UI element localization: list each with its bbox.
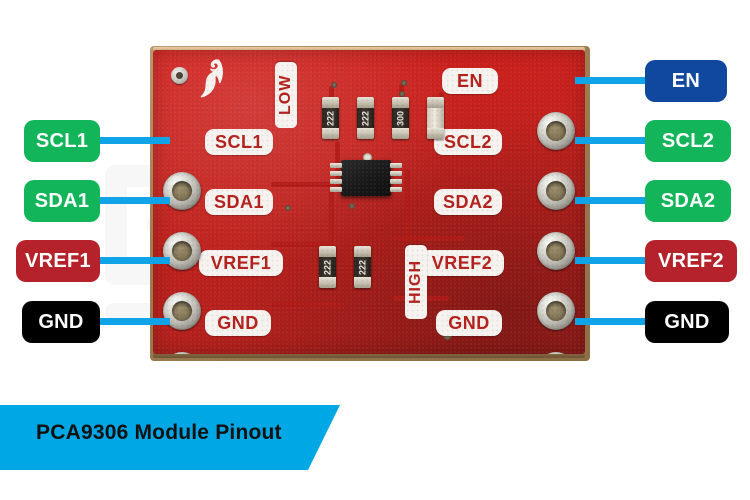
trace bbox=[271, 182, 347, 187]
silkscreen-sda2: SDA2 bbox=[434, 189, 502, 215]
via bbox=[401, 80, 407, 86]
leader-line-gnd-left bbox=[100, 318, 170, 325]
pca9306-ic bbox=[330, 160, 402, 196]
via bbox=[285, 205, 291, 211]
mounting-hole bbox=[171, 67, 188, 84]
pad-hole bbox=[546, 301, 566, 321]
pin-label-scl1-left[interactable]: SCL1 bbox=[24, 120, 100, 162]
ic-pin bbox=[390, 171, 402, 176]
leader-line-gnd-right bbox=[575, 318, 645, 325]
silkscreen-gnd: GND bbox=[205, 310, 271, 336]
leader-line-vref1-left bbox=[100, 257, 170, 264]
resistor-terminal bbox=[357, 97, 374, 108]
trace bbox=[329, 86, 334, 106]
resistor-terminal bbox=[319, 277, 336, 288]
pin-label-sda2-right[interactable]: SDA2 bbox=[645, 180, 731, 222]
resistor-code: 222 bbox=[360, 110, 371, 126]
smd-resistor-222-0: 222 bbox=[322, 97, 339, 139]
pad-hole bbox=[172, 241, 192, 261]
resistor-terminal bbox=[427, 128, 444, 139]
pin-label-vref1-left[interactable]: VREF1 bbox=[16, 240, 100, 282]
trace bbox=[271, 302, 341, 307]
resistor-terminal bbox=[354, 277, 371, 288]
pad-hole bbox=[546, 181, 566, 201]
smd-resistor-222-4: 222 bbox=[319, 246, 336, 288]
pad-left-scl1 bbox=[163, 172, 201, 210]
via bbox=[399, 91, 405, 97]
silkscreen-vref1: VREF1 bbox=[199, 250, 283, 276]
ic-pin bbox=[330, 163, 342, 168]
via bbox=[331, 82, 337, 88]
pad-right-vref2 bbox=[537, 292, 575, 330]
trace bbox=[329, 190, 334, 246]
pad-left-gnd bbox=[163, 352, 201, 354]
resistor-terminal bbox=[357, 128, 374, 139]
trace bbox=[393, 236, 465, 241]
ic-pin bbox=[390, 179, 402, 184]
silkscreen-gnd: GND bbox=[436, 310, 502, 336]
sparkfun-flame-logo bbox=[200, 59, 223, 98]
ic-pin bbox=[390, 187, 402, 192]
resistor-terminal bbox=[322, 128, 339, 139]
smd-resistor-222-1: 222 bbox=[357, 97, 374, 139]
pad-right-sda2 bbox=[537, 232, 575, 270]
pad-right-gnd bbox=[537, 352, 575, 354]
leader-line-en-right bbox=[575, 77, 645, 84]
resistor-terminal bbox=[427, 97, 444, 108]
resistor-code: 222 bbox=[322, 259, 333, 275]
pad-hole bbox=[546, 121, 566, 141]
smd-resistor-300-2: 300 bbox=[392, 97, 409, 139]
resistor-terminal bbox=[392, 97, 409, 108]
resistor-terminal bbox=[392, 128, 409, 139]
pad-left-sda1 bbox=[163, 232, 201, 270]
trace bbox=[271, 242, 329, 247]
pad-hole bbox=[172, 301, 192, 321]
resistor-code: 222 bbox=[325, 110, 336, 126]
pin-label-en-right[interactable]: EN bbox=[645, 60, 727, 102]
leader-line-sda2-right bbox=[575, 197, 645, 204]
leader-line-sda1-left bbox=[100, 197, 170, 204]
ic-pin bbox=[330, 171, 342, 176]
ic-pin bbox=[330, 187, 342, 192]
resistor-terminal bbox=[354, 246, 371, 257]
leader-line-scl1-left bbox=[100, 137, 170, 144]
board-top-edge bbox=[153, 47, 585, 52]
pin-label-gnd-right[interactable]: GND bbox=[645, 301, 729, 343]
resistor-code bbox=[427, 97, 444, 139]
pin-label-gnd-left[interactable]: GND bbox=[22, 301, 100, 343]
silkscreen-en: EN bbox=[442, 68, 498, 94]
silkscreen-sda1: SDA1 bbox=[205, 189, 273, 215]
pin-label-scl2-right[interactable]: SCL2 bbox=[645, 120, 731, 162]
pin-label-vref2-right[interactable]: VREF2 bbox=[645, 240, 737, 282]
footer-banner bbox=[0, 405, 340, 470]
board-bottom-edge bbox=[153, 352, 585, 358]
leader-line-scl2-right bbox=[575, 137, 645, 144]
via bbox=[349, 203, 355, 209]
pin-label-sda1-left[interactable]: SDA1 bbox=[24, 180, 100, 222]
silkscreen-scl1: SCL1 bbox=[205, 129, 273, 155]
silkscreen-high: HIGH bbox=[405, 245, 427, 319]
resistor-code: 222 bbox=[357, 259, 368, 275]
pad-hole bbox=[172, 181, 192, 201]
resistor-terminal bbox=[322, 97, 339, 108]
trace bbox=[405, 170, 410, 242]
pad-right-en bbox=[537, 112, 575, 150]
pad-hole bbox=[546, 241, 566, 261]
ic-pin bbox=[390, 163, 402, 168]
ic-pin bbox=[330, 179, 342, 184]
smd-resistor-blank-3 bbox=[427, 97, 444, 139]
resistor-terminal bbox=[319, 246, 336, 257]
via bbox=[363, 153, 372, 162]
pad-right-scl2 bbox=[537, 172, 575, 210]
page-title: PCA9306 Module Pinout bbox=[36, 421, 282, 444]
silkscreen-low: LOW bbox=[275, 62, 297, 128]
leader-line-vref2-right bbox=[575, 257, 645, 264]
silkscreen-scl2: SCL2 bbox=[434, 129, 502, 155]
resistor-code: 300 bbox=[395, 110, 406, 126]
silkscreen-vref2: VREF2 bbox=[420, 250, 504, 276]
smd-resistor-222-5: 222 bbox=[354, 246, 371, 288]
